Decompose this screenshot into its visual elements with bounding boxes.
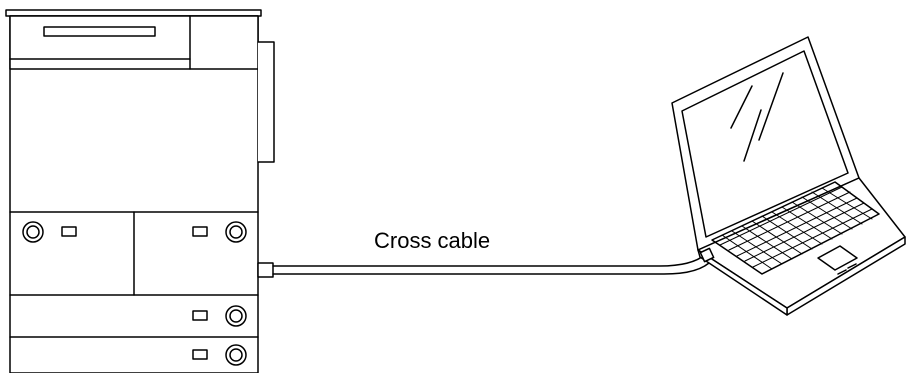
output-tray (257, 41, 275, 163)
drawer-1-controls (22, 221, 77, 243)
laptop-screen (681, 50, 849, 238)
drawer-2-controls (192, 221, 247, 243)
laptop-lan-port-icon (699, 247, 715, 263)
keyboard (711, 181, 880, 275)
laptop-computer (671, 36, 906, 316)
copier-machine (5, 9, 275, 373)
drawer-3-controls (192, 305, 247, 327)
cross-cable (272, 253, 713, 275)
cable-label: Cross cable (374, 228, 491, 253)
network-port-icon (257, 262, 274, 278)
touchpad (817, 245, 858, 271)
document-slot (43, 26, 156, 37)
drawer-4-controls (192, 344, 247, 366)
